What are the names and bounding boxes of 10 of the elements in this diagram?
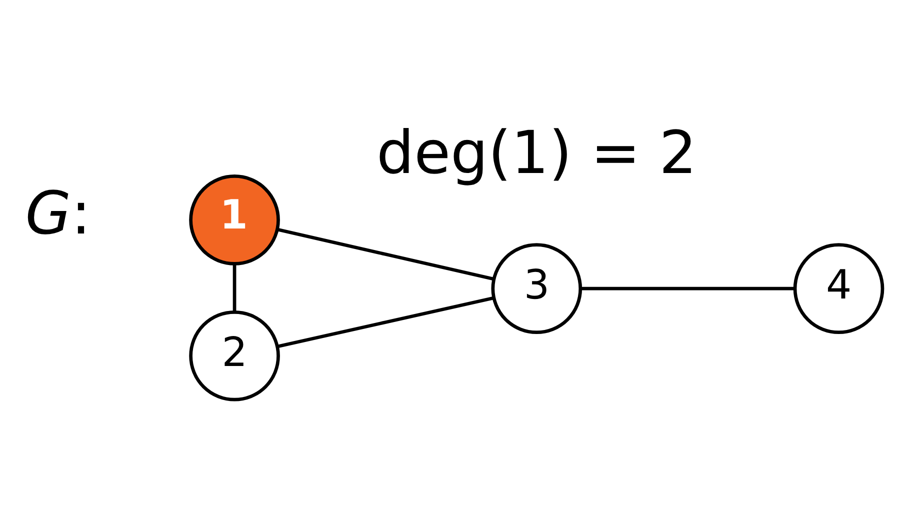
label: G: <box>25 178 91 248</box>
node-circle: 3 <box>491 242 582 334</box>
node-circle: 4 <box>793 242 884 334</box>
node-circle: 2 <box>189 310 280 401</box>
connector <box>277 227 494 280</box>
node-circle: 1 <box>189 174 280 265</box>
connector <box>580 286 795 290</box>
connector <box>277 296 494 348</box>
label: deg(1) = 2 <box>376 118 697 187</box>
connector <box>232 263 236 312</box>
